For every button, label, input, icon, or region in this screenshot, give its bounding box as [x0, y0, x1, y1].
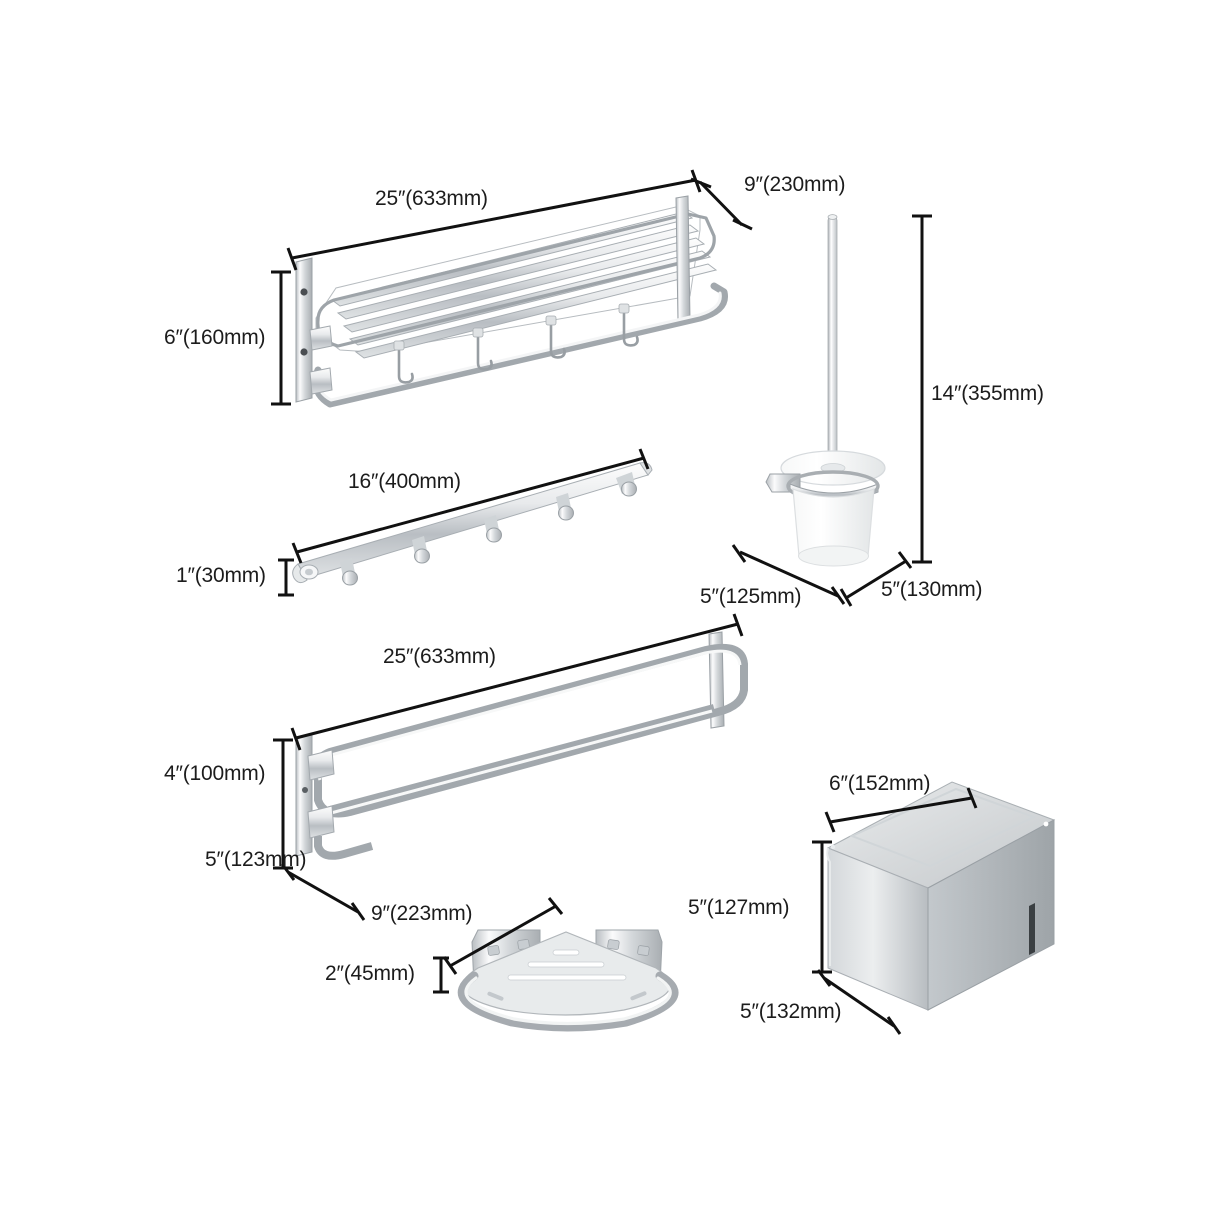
dim-label-brush-depth: 5″(130mm) — [881, 578, 983, 601]
product-paper-holder — [826, 781, 1056, 1011]
product-hook-rail — [292, 462, 653, 586]
dim-label-rack-width: 25″(633mm) — [375, 187, 488, 210]
dim-label-rail-height: 1″(30mm) — [176, 564, 266, 587]
product-folding-towel-rack — [295, 195, 728, 408]
dim-label-paper-height: 5″(127mm) — [688, 896, 790, 919]
dim-label-paper-depth: 5″(132mm) — [740, 1000, 842, 1023]
product-corner-shelf — [457, 929, 679, 1032]
product-double-towel-bar — [295, 631, 748, 860]
dim-label-bar-height: 4″(100mm) — [164, 762, 266, 785]
dim-label-bar-depth: 5″(123mm) — [205, 848, 307, 871]
dim-label-paper-width: 6″(152mm) — [829, 772, 931, 795]
dim-label-shelf-width: 9″(223mm) — [371, 902, 473, 925]
dim-label-shelf-height: 2″(45mm) — [325, 962, 415, 985]
dim-label-rack-height: 6″(160mm) — [164, 326, 266, 349]
dim-label-bar-width: 25″(633mm) — [383, 645, 496, 668]
dim-label-rack-depth: 9″(230mm) — [744, 173, 846, 196]
dim-label-brush-height: 14″(355mm) — [931, 382, 1044, 405]
product-toilet-brush-holder — [765, 214, 886, 567]
dim-label-rail-width: 16″(400mm) — [348, 470, 461, 493]
dim-label-brush-width: 5″(125mm) — [700, 585, 802, 608]
